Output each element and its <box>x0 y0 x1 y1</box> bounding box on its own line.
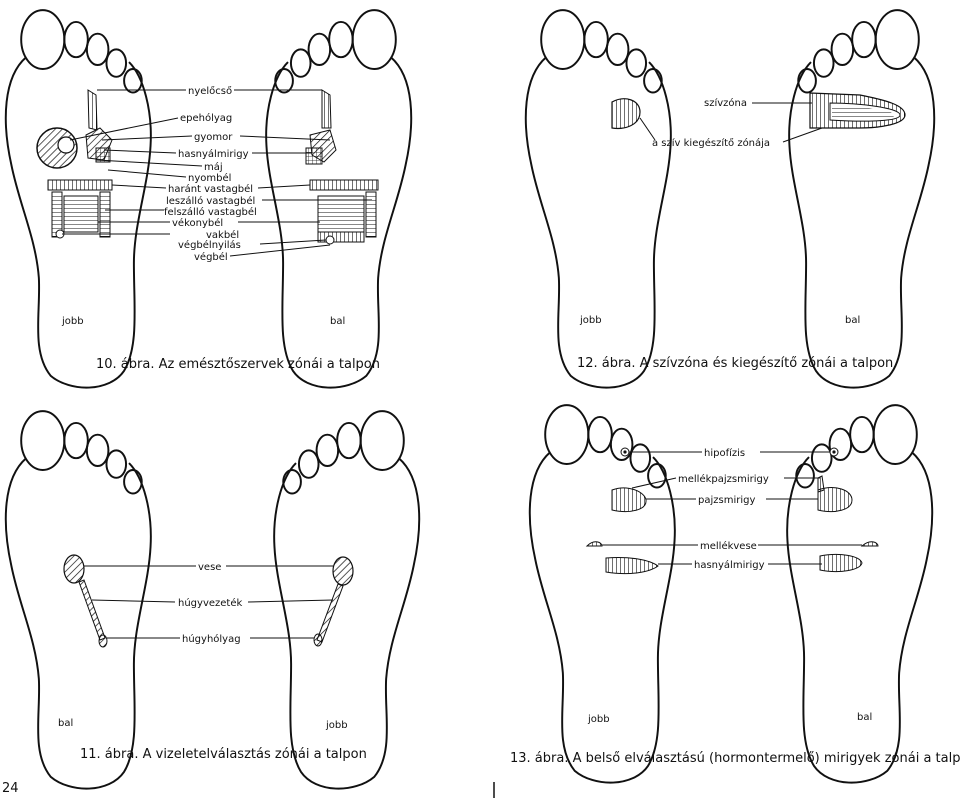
label-vese: vese <box>198 562 221 573</box>
label-felszallo-vastagbel: felszálló vastagbél <box>164 206 257 218</box>
fig10-leader-lines <box>62 89 372 257</box>
label-mellekpajzsmirigy: mellékpajzsmirigy <box>678 473 769 485</box>
fig11-right-side: jobb <box>325 720 348 731</box>
fig13-leader-lines <box>602 451 862 565</box>
fig11-leader-lines <box>84 565 334 639</box>
label-vekonybel: vékonybél <box>172 217 223 229</box>
fig11-left-side: bal <box>58 718 73 729</box>
label-nyelocso: nyelőcső <box>188 85 232 97</box>
fig10-caption: 10. ábra. Az emésztőszervek zónái a talp… <box>96 357 380 372</box>
fig13-right-foot <box>786 404 934 784</box>
label-nyombel: nyombél <box>188 172 231 184</box>
fig12-right-side: bal <box>845 315 860 326</box>
label-hipofizis: hipofízis <box>704 447 745 459</box>
label-mellekvese: mellékvese <box>700 540 757 552</box>
fig10-organ-zones <box>36 89 379 245</box>
label-sziv-kiegeszito-zona: a szív kiegészítő zónája <box>652 137 770 149</box>
page-number: 24 <box>2 781 19 796</box>
label-vakbel: vakbél <box>206 229 239 241</box>
fig12-left-foot <box>524 9 672 389</box>
fig13-left-side: jobb <box>587 714 610 725</box>
label-gyomor: gyomor <box>194 132 233 143</box>
label-szivzona: szívzóna <box>704 97 747 109</box>
label-epeholyag: epehólyag <box>180 112 232 124</box>
fig11-caption: 11. ábra. A vizeletelválasztás zónái a t… <box>80 747 367 762</box>
fig11-zones <box>63 554 354 648</box>
label-pajzsmirigy: pajzsmirigy <box>698 495 755 506</box>
label-harant-vastagbel: haránt vastagbél <box>168 183 253 195</box>
label-hugyvezetek: húgyvezeték <box>178 597 242 609</box>
label-vegbelnyilas: végbélnyilás <box>178 239 241 251</box>
fig10-right-side: bal <box>330 316 345 327</box>
fig13-caption: 13. ábra. A belső elválasztású (hormonte… <box>510 751 960 766</box>
label-hasnyalmirigy-13: hasnyálmirigy <box>694 559 765 571</box>
fig12-leader-lines <box>639 102 823 143</box>
fig12-left-side: jobb <box>579 315 602 326</box>
fig10-labels: nyelőcső epehólyag gyomor hasnyálmirigy … <box>164 85 257 263</box>
label-hasnyalmirigy: hasnyálmirigy <box>178 148 249 160</box>
fig13-zones <box>585 447 879 575</box>
label-vegbel: végbél <box>194 251 228 263</box>
fig12-caption: 12. ábra. A szívzóna és kiegészítő zónái… <box>577 356 893 371</box>
label-maj: máj <box>204 161 223 173</box>
label-hugyholyag: húgyhólyag <box>182 633 241 645</box>
fig10-left-side: jobb <box>61 316 84 327</box>
fig11-right-foot <box>273 410 421 790</box>
fig11-left-foot <box>4 410 152 790</box>
fig12-zones <box>611 92 906 130</box>
label-leszallo-vastagbel: leszálló vastagbél <box>166 195 255 207</box>
fig13-right-side: bal <box>857 712 872 723</box>
fig13-left-foot <box>528 404 676 784</box>
fig12-right-foot <box>788 9 936 389</box>
